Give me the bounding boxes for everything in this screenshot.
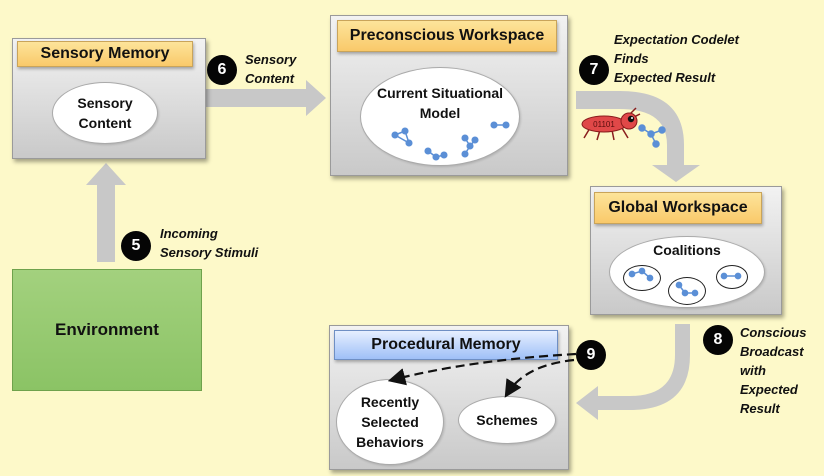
node-graph <box>391 127 413 147</box>
step-note-8: Conscious Broadcast with Expected Result <box>740 325 807 416</box>
preconscious-workspace-title: Preconscious Workspace <box>337 20 557 52</box>
situational-model-text: Current Situational Model <box>376 85 503 121</box>
procedural-memory-title-text: Procedural Memory <box>371 336 521 353</box>
arrow-expected-result <box>576 91 700 182</box>
schemes-ellipse: Schemes <box>458 396 556 444</box>
step-note-7: Expectation Codelet Finds Expected Resul… <box>614 32 739 85</box>
node-graph <box>675 281 699 297</box>
global-workspace-title-text: Global Workspace <box>608 199 748 216</box>
step-badge-5: 5 <box>121 231 151 261</box>
node-graph <box>628 267 654 282</box>
node-graph <box>720 272 742 280</box>
step-badge-7: 7 <box>579 55 609 85</box>
step-badge-9: 9 <box>576 340 606 370</box>
step-badge-6: 6 <box>207 55 237 85</box>
sensory-content-text: Sensory Content <box>77 95 133 131</box>
sensory-memory-title-text: Sensory Memory <box>40 45 170 62</box>
arrow-stimuli-up <box>86 163 126 262</box>
environment-box: Environment <box>12 269 202 391</box>
step-note-5: Incoming Sensory Stimuli <box>160 226 259 260</box>
step-note-6: Sensory Content <box>245 52 297 86</box>
global-workspace-title: Global Workspace <box>594 192 762 224</box>
coalition-1 <box>623 265 661 291</box>
coalitions-text: Coalitions <box>653 242 721 258</box>
schemes-text: Schemes <box>476 412 538 428</box>
environment-text: Environment <box>55 320 159 339</box>
codelet-bits: 01101 <box>593 120 615 129</box>
arrow-sensory-content <box>206 80 326 116</box>
sensory-content-ellipse: Sensory Content <box>52 82 158 144</box>
recent-behaviors-ellipse: Recently Selected Behaviors <box>336 379 444 465</box>
preconscious-workspace-title-text: Preconscious Workspace <box>349 27 545 44</box>
situational-model-ellipse: Current Situational Model <box>360 67 520 166</box>
node-graph <box>424 147 448 161</box>
dashed-arrow-to-recent <box>387 352 577 386</box>
procedural-memory-title: Procedural Memory <box>334 330 558 360</box>
node-graph <box>638 124 666 148</box>
recent-behaviors-text: Recently Selected Behaviors <box>356 394 424 450</box>
node-graph <box>490 121 510 129</box>
sensory-memory-title: Sensory Memory <box>17 41 193 67</box>
node-graph <box>461 134 479 158</box>
arrow-broadcast <box>576 324 690 420</box>
step-badge-8: 8 <box>703 325 733 355</box>
codelet-icon: 01101 <box>581 107 641 141</box>
dashed-arrow-to-schemes <box>504 358 575 398</box>
node-graphs <box>391 121 742 297</box>
